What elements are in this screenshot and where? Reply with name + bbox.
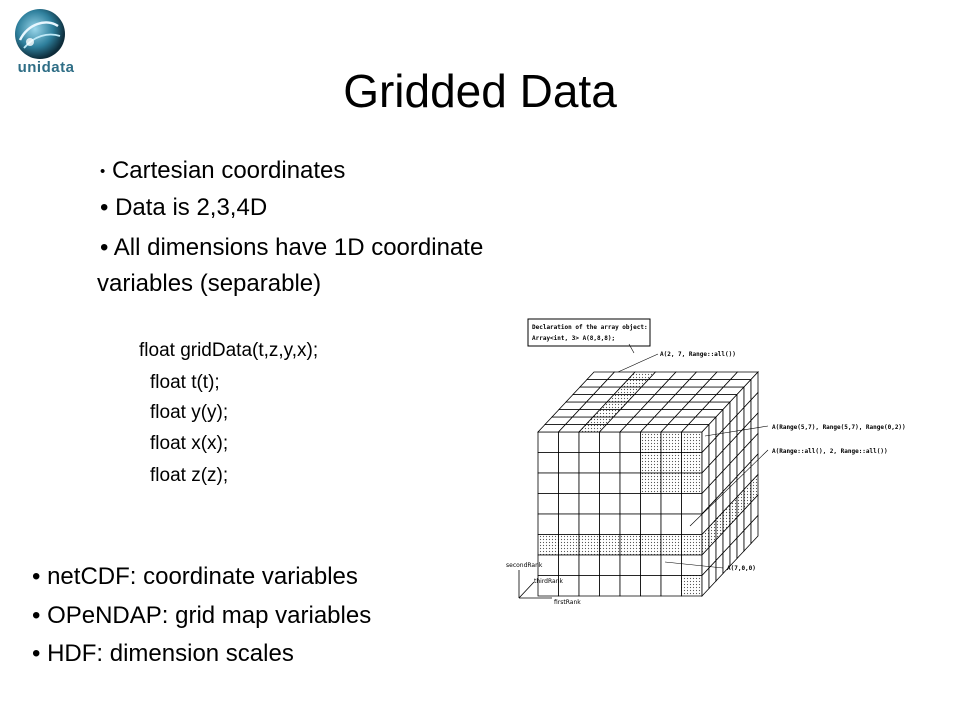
front-cell [640,513,662,535]
front-cell [537,472,559,494]
front-cell [681,575,703,597]
front-cell [578,493,600,515]
front-cell [640,575,662,597]
front-cell [558,534,580,556]
annotation-element: A(7,0,0) [727,565,756,572]
front-cell [619,493,641,515]
front-cell [660,554,682,576]
code-line: float t(t); [150,372,220,393]
front-cell [558,472,580,494]
declaration-label: Declaration of the array object: [532,324,648,331]
front-cell [619,575,641,597]
unidata-logo [15,9,65,59]
front-cell [681,452,703,474]
side-cell [750,514,759,545]
front-cell [599,534,621,556]
front-cell [640,493,662,515]
bullet-opendap: • OPeNDAP: grid map variables [32,602,372,629]
front-cell [558,493,580,515]
front-cell [537,493,559,515]
front-cell [578,472,600,494]
front-cell [640,554,662,576]
bullet-hdf: • HDF: dimension scales [32,640,294,667]
logo-text: unidata [17,59,75,76]
front-cell [660,472,682,494]
array-cube-diagram: Declaration of the array object: Array<i… [506,318,906,606]
axis-third-rank: thirdRank [534,578,564,585]
front-cell [578,431,600,453]
bullet-cartesian: • Cartesian coordinates [100,157,346,184]
bullet-coordinates-cont: variables (separable) [97,270,322,297]
front-cell [558,554,580,576]
front-cell [578,534,600,556]
front-cell [619,513,641,535]
annotation-subcube: A(Range(5,7), Range(5,7), Range(0,2)) [772,424,906,431]
front-cell [558,513,580,535]
front-cell [681,493,703,515]
front-cell [660,513,682,535]
annotation-slice: A(2, 7, Range::all()) [660,351,736,358]
front-cell [599,472,621,494]
front-cell [681,472,703,494]
front-cell [681,534,703,556]
declaration-code: Array<int, 3> A(8,8,8); [532,335,615,342]
front-cell [681,431,703,453]
front-cell [578,513,600,535]
annotation-plane: A(Range::all(), 2, Range::all()) [772,448,888,455]
front-cell [619,452,641,474]
front-cell [619,431,641,453]
front-cell [537,534,559,556]
front-cell [660,575,682,597]
front-cell [619,472,641,494]
front-cell [599,513,621,535]
front-cell [578,452,600,474]
front-cell [640,472,662,494]
front-cell [660,534,682,556]
front-cell [599,575,621,597]
front-cell [640,452,662,474]
front-cell [578,554,600,576]
code-line: float x(x); [150,433,229,454]
code-line: float gridData(t,z,y,x); [139,340,319,361]
front-cell [599,452,621,474]
axis-second-rank: secondRank [506,562,543,569]
globe-swirl-icon [15,9,65,59]
declaration-box [527,318,651,347]
slide-title: Gridded Data [343,65,617,117]
bullet-netcdf: • netCDF: coordinate variables [32,563,358,590]
front-cell [537,431,559,453]
front-cell [640,431,662,453]
axis-first-rank: firstRank [554,599,581,606]
front-cell [619,554,641,576]
front-cell [578,575,600,597]
front-cell [619,534,641,556]
bullet-coordinates: • All dimensions have 1D coordinate [100,234,484,261]
code-line: float y(y); [150,402,229,423]
front-cell [660,452,682,474]
front-cell [599,493,621,515]
front-cell [660,431,682,453]
front-cell [537,513,559,535]
front-cell [558,452,580,474]
front-cell [599,554,621,576]
front-cell [660,493,682,515]
front-cell [599,431,621,453]
code-line: float z(z); [150,465,229,486]
bullet-dimensions: • Data is 2,3,4D [100,194,268,221]
front-cell [558,431,580,453]
front-cell [640,534,662,556]
front-cell [537,452,559,474]
